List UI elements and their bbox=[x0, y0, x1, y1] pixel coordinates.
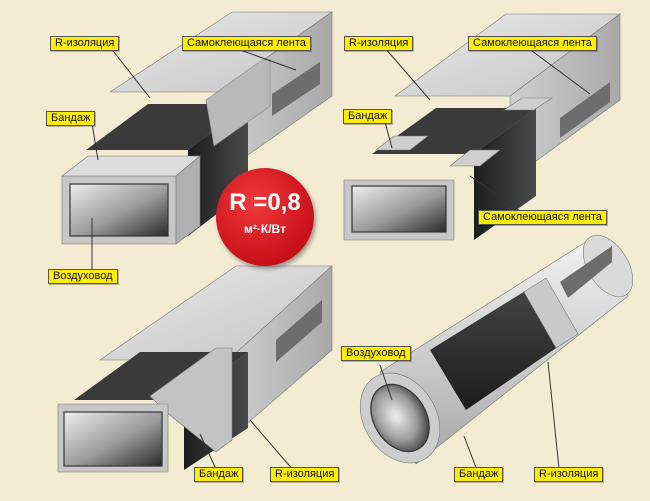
tape-strip bbox=[560, 82, 610, 138]
panel-top-left bbox=[61, 11, 333, 245]
label-tape-top-right: Самоклеющаяся лента bbox=[468, 36, 597, 51]
bandage-2 bbox=[449, 149, 501, 167]
label-bandage-top-right: Бандаж bbox=[343, 109, 393, 124]
duct-opening bbox=[63, 411, 163, 467]
label-tape-side-top-right: Самоклеющаяся лента bbox=[478, 210, 607, 225]
panel-bottom-left bbox=[57, 265, 333, 473]
duct-top-face bbox=[86, 104, 248, 150]
label-insulation-top-right: R-изоляция bbox=[344, 36, 414, 51]
bandage-ring bbox=[523, 277, 579, 349]
duct-opening bbox=[69, 183, 169, 237]
label-bandage-bottom-left: Бандаж bbox=[194, 467, 244, 482]
badge-value: R =0,8 bbox=[229, 189, 301, 216]
duct-side-face bbox=[188, 104, 248, 236]
badge-unit: м²·К/Вт bbox=[244, 222, 286, 236]
label-bandage-top-left: Бандаж bbox=[46, 111, 96, 126]
label-duct-top-left: Воздуховод bbox=[48, 269, 118, 284]
label-insulation-top-left: R-изоляция bbox=[50, 36, 120, 51]
label-duct-bottom-right: Воздуховод bbox=[341, 346, 411, 361]
bandage-ring bbox=[205, 59, 271, 147]
tape-strip bbox=[560, 246, 612, 298]
leader-lines bbox=[91, 46, 591, 479]
panel-top-right bbox=[343, 13, 621, 241]
bandage-3 bbox=[503, 97, 553, 111]
pipe-dark-section bbox=[430, 288, 562, 410]
bandage-1 bbox=[375, 135, 429, 151]
duct-opening bbox=[351, 185, 447, 233]
label-insulation-bottom-left: R-изоляция bbox=[270, 467, 340, 482]
panel-bottom-right bbox=[359, 234, 634, 465]
duct-side-face bbox=[474, 108, 536, 240]
tape-strip bbox=[276, 300, 322, 362]
label-tape-top-left: Самоклеющаяся лента bbox=[182, 36, 311, 51]
thermal-resistance-badge: R =0,8 м²·К/Вт bbox=[216, 168, 314, 266]
tape-strip bbox=[272, 62, 320, 116]
pipe-opening bbox=[370, 383, 430, 453]
label-insulation-bottom-right: R-изоляция bbox=[534, 467, 604, 482]
label-bandage-bottom-right: Бандаж bbox=[454, 467, 504, 482]
insulation-end-side bbox=[175, 155, 201, 245]
